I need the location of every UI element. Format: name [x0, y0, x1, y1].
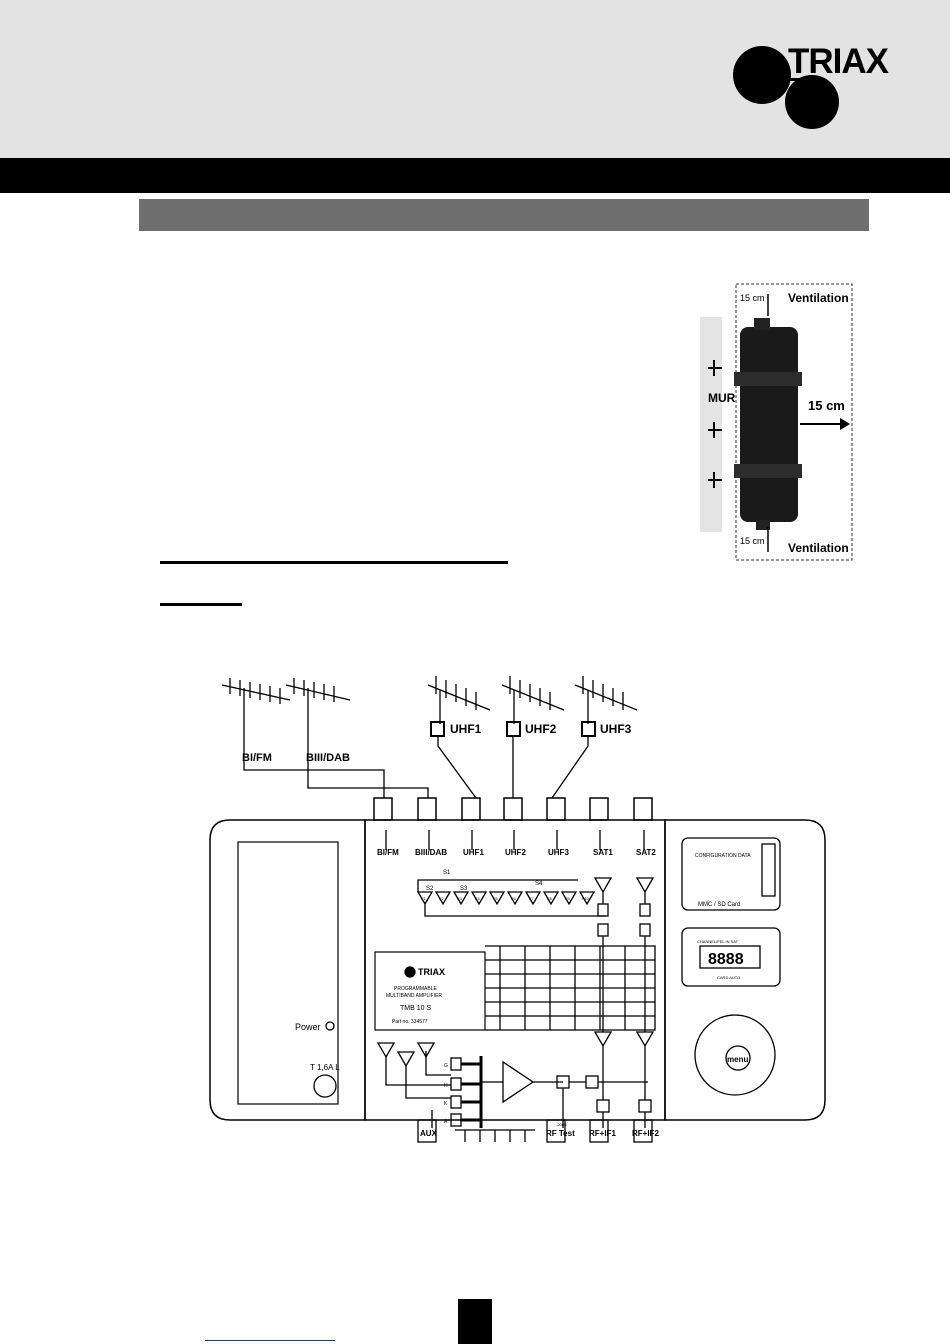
switch-label-4: S4: [535, 881, 543, 887]
bottom-ventilation-label: Ventilation: [788, 541, 849, 555]
footer-link[interactable]: [205, 1340, 335, 1341]
antenna-label-uhf1: UHF1: [450, 722, 482, 736]
bus-label-a: A: [444, 1119, 448, 1125]
section-heading-bar: [139, 199, 869, 231]
bus-label-h: H: [444, 1083, 448, 1089]
input-label-5: UHF3: [548, 848, 569, 857]
test-level-label: -20dB: [556, 1122, 567, 1127]
bus-label-g: G: [444, 1063, 448, 1069]
plate-brand: TRIAX: [418, 967, 445, 977]
brand-name: TRIAX: [788, 42, 889, 81]
input-label-4: UHF2: [505, 848, 526, 857]
filter-label-6: F6: [511, 896, 516, 901]
antenna-label-bifm: BI/FM: [242, 752, 272, 764]
antenna-label-uhf2: UHF2: [525, 722, 557, 736]
filter-label-7: F7: [529, 896, 534, 901]
plate-line-2: MULTIBAND AMPLIFIER: [386, 993, 442, 999]
card-label: MMC / SD Card: [698, 902, 740, 908]
input-label-2: BIII/DAB: [415, 848, 447, 857]
display-digits: 8888: [708, 951, 744, 968]
underline-rule: [160, 561, 508, 564]
input-label-7: SAT2: [636, 848, 656, 857]
bus-label-k: K: [444, 1101, 448, 1107]
header-bar: [0, 158, 950, 193]
plate-part-number: Part no. 334577: [392, 1019, 428, 1025]
filter-label-8: F8: [547, 896, 552, 901]
display-top-label: CHANNEL/FEL IN SAT: [697, 939, 739, 944]
output-label-rftest: RF Test: [546, 1129, 575, 1138]
switch-label-1: S1: [443, 870, 451, 876]
filter-label-10: F10: [582, 896, 590, 901]
top-ventilation-label: Ventilation: [788, 291, 849, 305]
triax-logo: [733, 46, 839, 129]
antenna-label-biiidab: BIII/DAB: [306, 752, 350, 764]
output-label-aux: AUX: [420, 1129, 438, 1138]
antenna-bifm: [221, 678, 291, 758]
filter-label-9: F9: [565, 896, 570, 901]
filter-label-5: F5: [493, 896, 498, 901]
antenna-uhf1: [427, 676, 491, 724]
installation-photo: MUR 15 cm Ventilation 15 cm 15 cm Ventil…: [700, 283, 853, 561]
input-label-6: SAT1: [593, 848, 613, 857]
underline-rule-short: [160, 603, 242, 606]
page-number-tab: [458, 1299, 492, 1344]
bottom-gap-label: 15 cm: [740, 536, 765, 546]
switch-label-2: S2: [426, 886, 434, 892]
side-gap-label: 15 cm: [808, 398, 845, 413]
output-label-rfif1: RF+IF1: [589, 1129, 616, 1138]
input-label-3: UHF1: [463, 848, 484, 857]
antenna-biiidab: [285, 678, 351, 758]
power-label: Power: [295, 1022, 321, 1032]
fuse-label: T 1,6A L: [310, 1063, 340, 1072]
filter-label-1: F1: [421, 896, 426, 901]
filter-label-3: F3: [457, 896, 462, 901]
input-label-1: BI/FM: [377, 848, 399, 857]
config-label: CONFIGURATION DATA: [695, 853, 751, 859]
filter-label-4: F4: [475, 896, 480, 901]
filter-label-2: F2: [439, 896, 444, 901]
switch-label-3: S3: [460, 886, 468, 892]
antenna-uhf3: [574, 676, 638, 724]
menu-button-label: menu: [727, 1055, 748, 1064]
output-label-rfif2: RF+IF2: [632, 1129, 659, 1138]
top-gap-label: 15 cm: [740, 293, 765, 303]
amplifier-block-diagram: BI/FM BIII/DAB UHF1 UHF2 UHF3 BI/FM BIII…: [209, 676, 826, 1143]
plate-line-1: PROGRAMMABLE: [394, 986, 437, 992]
antenna-label-uhf3: UHF3: [600, 722, 632, 736]
display-bottom-label: CARD AUTO: [717, 975, 740, 980]
plate-model: TMB 10 S: [400, 1005, 431, 1012]
antenna-uhf2: [501, 676, 565, 724]
wall-label: MUR: [708, 391, 736, 405]
